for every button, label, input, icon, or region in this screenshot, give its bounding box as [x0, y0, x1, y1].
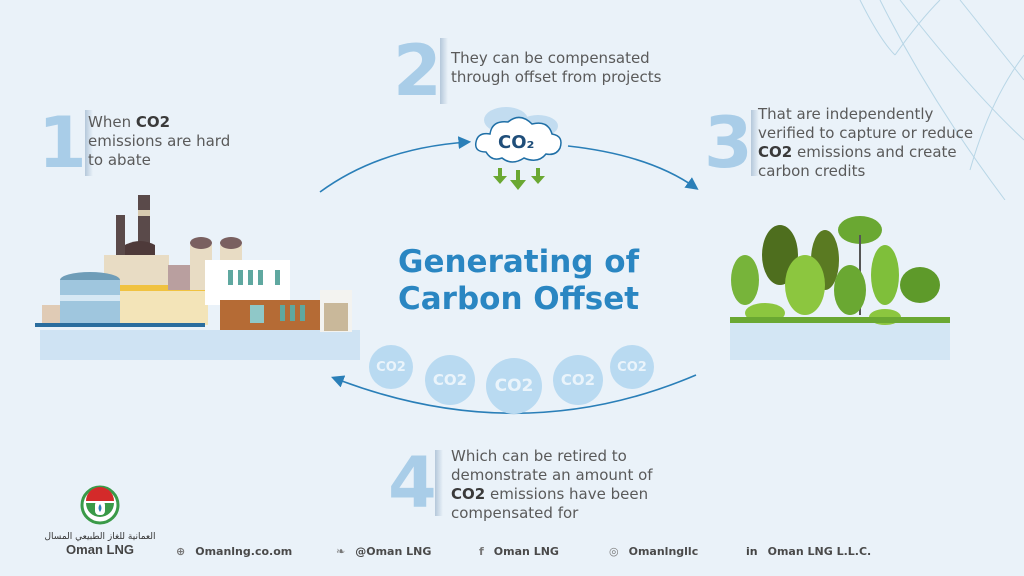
footer-instagram-link[interactable]: ◎ Omanlngllc [609, 545, 698, 558]
footer-website-link[interactable]: ⊕ Omanlng.co.om [176, 545, 292, 558]
title-line-1: Generating of [398, 244, 640, 280]
footer-linkedin-label: Oman LNG L.L.C. [767, 545, 872, 558]
footer-linkedin-link[interactable]: in Oman LNG L.L.C. [746, 545, 871, 558]
forest-illustration [730, 216, 950, 360]
step-3-text: That are independently verified to captu… [758, 105, 974, 180]
footer-website-label: Omanlng.co.om [195, 545, 293, 558]
co2-bubble: CO2 [369, 345, 413, 389]
logo-name: Oman LNG [66, 542, 134, 557]
step-number-4: 4 [388, 442, 443, 524]
instagram-icon: ◎ [609, 545, 619, 558]
co2-bubble: CO2 [553, 355, 603, 405]
step-1-text: When CO2 emissions are hard to abate [88, 113, 231, 169]
step-4-text: Which can be retired to demonstrate an a… [451, 447, 653, 522]
step-number-3: 3 [704, 102, 759, 184]
page-title: Generating of Carbon Offset [398, 244, 639, 318]
co2-cloud-icon: CO₂ [468, 100, 568, 195]
step-number-1: 1 [38, 102, 93, 184]
co2-bubble: CO2 [486, 358, 542, 414]
footer-twitter-label: @Oman LNG [355, 545, 432, 558]
footer-facebook-link[interactable]: f Oman LNG [479, 545, 559, 558]
footer-twitter-link[interactable]: ❧ @Oman LNG [336, 545, 431, 558]
footer-instagram-label: Omanlngllc [628, 545, 699, 558]
logo-arabic-text: العمانية للغاز الطبيعي المسال [44, 532, 156, 542]
step-number-2: 2 [393, 30, 448, 112]
facebook-icon: f [479, 545, 484, 558]
company-logo: العمانية للغاز الطبيعي المسال Oman LNG [40, 485, 160, 557]
co2-bubble: CO2 [425, 355, 475, 405]
footer-facebook-label: Oman LNG [493, 545, 559, 558]
globe-icon: ⊕ [176, 545, 186, 558]
twitter-icon: ❧ [336, 545, 346, 558]
oman-lng-emblem-icon [80, 485, 120, 525]
decorative-lines [859, 0, 1024, 200]
step-2-text: They can be compensated through offset f… [451, 49, 662, 86]
title-line-2: Carbon Offset [398, 281, 640, 317]
factory-illustration [35, 195, 360, 360]
co2-bubble: CO2 [610, 345, 654, 389]
linkedin-icon: in [746, 545, 758, 558]
cloud-label: CO₂ [498, 132, 535, 153]
